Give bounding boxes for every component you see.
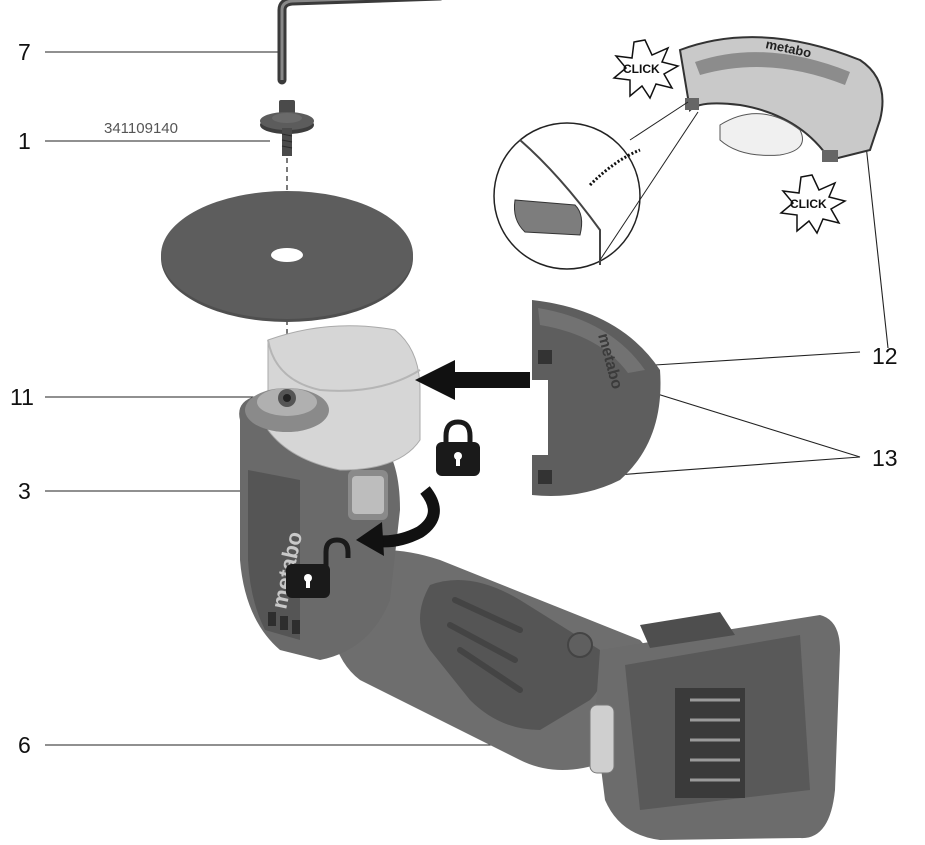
hex-key-icon xyxy=(277,0,443,85)
cutting-disc xyxy=(161,191,413,322)
callout-13: 13 xyxy=(872,445,898,471)
click-label-top: CLICK xyxy=(623,62,660,76)
flange-nut xyxy=(260,100,314,156)
push-arrow-icon xyxy=(415,360,530,400)
callout-7: 7 xyxy=(18,39,31,65)
callout-1: 1 xyxy=(18,128,31,154)
leader-lines xyxy=(45,51,889,746)
detail-inset: metabo xyxy=(493,36,884,270)
click-label-bottom: CLICK xyxy=(790,197,827,211)
callout-numbers: 7 1 11 3 6 12 13 341109140 xyxy=(10,39,898,758)
guard-cover-segment: metabo xyxy=(532,300,661,496)
locked-padlock-icon xyxy=(436,419,480,476)
callout-3: 3 xyxy=(18,478,31,504)
wheel-guard-installed xyxy=(245,325,421,471)
callout-11: 11 xyxy=(10,384,34,410)
rotate-arrow-icon xyxy=(356,486,440,556)
click-burst-icon: CLICK xyxy=(779,174,847,235)
leader-12a xyxy=(865,144,889,349)
angle-grinder-body: metabo xyxy=(239,395,840,840)
part-number: 341109140 xyxy=(104,120,178,137)
callout-6: 6 xyxy=(18,732,31,758)
click-burst-icon: CLICK xyxy=(612,39,680,100)
leader-12b xyxy=(654,351,861,366)
callout-12: 12 xyxy=(872,343,898,369)
unlocked-padlock-icon xyxy=(286,537,351,598)
